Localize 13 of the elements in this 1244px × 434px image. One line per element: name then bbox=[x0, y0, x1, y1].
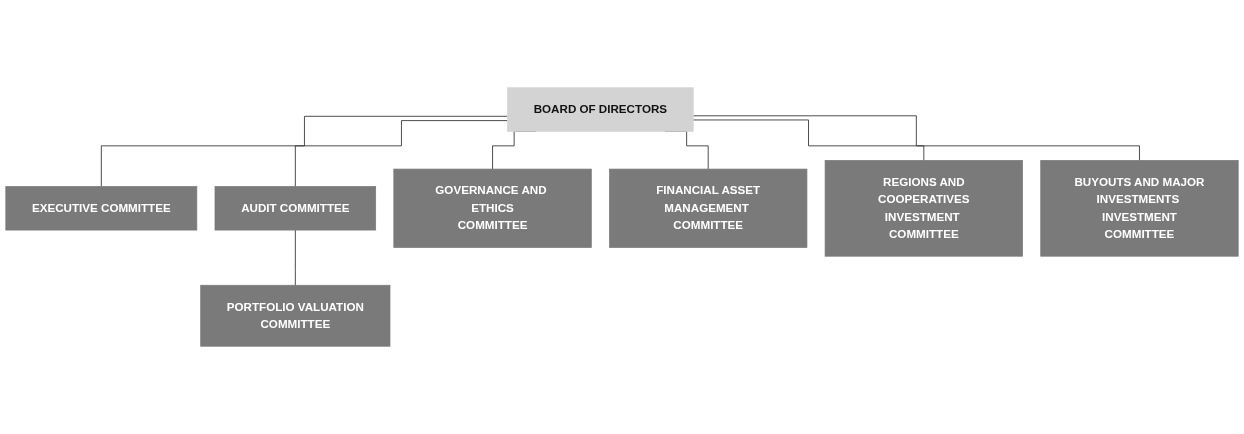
connector bbox=[294, 229, 296, 286]
node-box: GOVERNANCE AND ETHICS COMMITTEE bbox=[393, 168, 592, 248]
connector bbox=[294, 120, 508, 187]
node-box: PORTFOLIO VALUATION COMMITTEE bbox=[200, 284, 391, 347]
connector bbox=[692, 115, 1140, 161]
node-box: FINANCIAL ASSET MANAGEMENT COMMITTEE bbox=[609, 168, 808, 248]
connector bbox=[692, 119, 925, 161]
connector bbox=[100, 115, 508, 187]
node-box: AUDIT COMMITTEE bbox=[214, 186, 377, 231]
node-box: BUYOUTS AND MAJOR INVESTMENTS INVESTMENT COMMITTEE bbox=[1040, 160, 1239, 257]
node-box: EXECUTIVE COMMITTEE bbox=[5, 186, 198, 231]
node-box: BOARD OF DIRECTORS bbox=[507, 87, 694, 132]
node-box: REGIONS AND COOPERATIVES INVESTMENT COMMITTEE bbox=[824, 160, 1023, 257]
